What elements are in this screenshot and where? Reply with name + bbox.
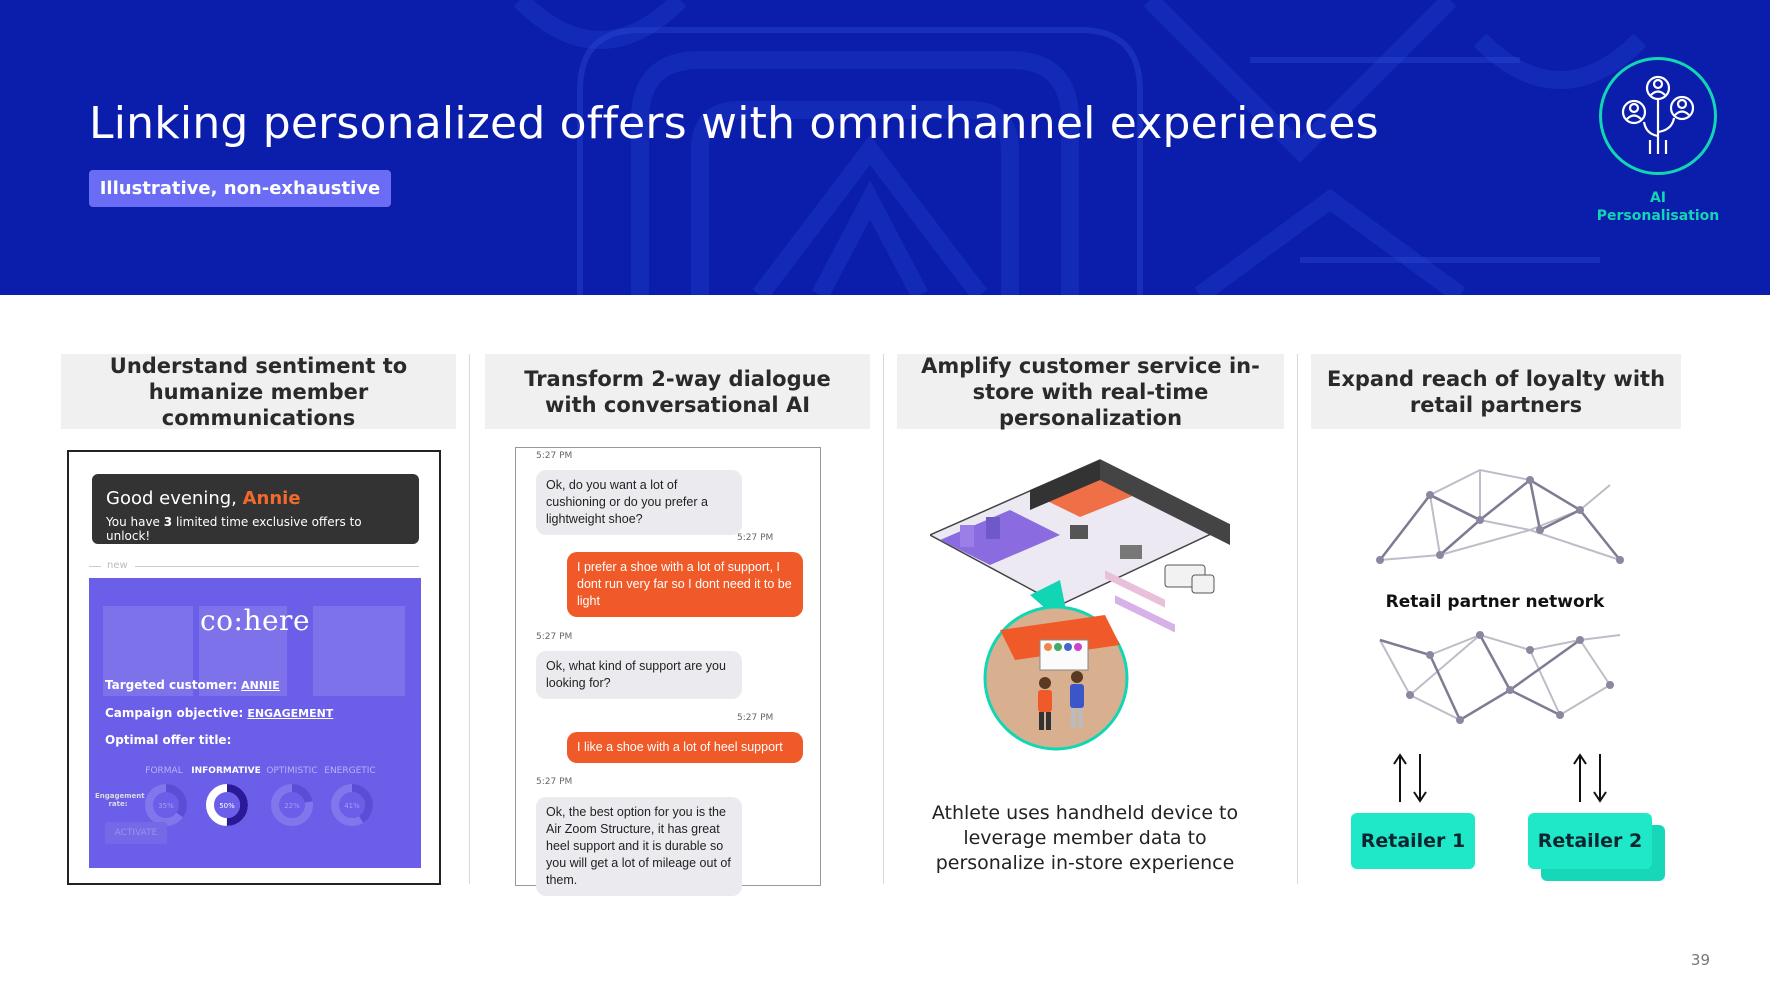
targeted-customer-row: Targeted customer:ANNIE [105,678,280,692]
cohere-logo: co:here [199,604,311,637]
instore-caption: Athlete uses handheld device to leverage… [931,802,1239,874]
svg-text:22%: 22% [284,802,300,810]
column-divider [883,354,884,884]
column-heading-instore: Amplify customer service in-store with r… [897,354,1284,430]
header-banner: Linking personalized offers with omnicha… [0,0,1770,295]
customer-name: Annie [242,488,301,509]
message-timestamp: 5:27 PM [737,533,774,543]
engagement-rate-label: Engagement rate: [95,792,145,808]
donut-optimistic-fill [271,784,313,826]
bot-message: Ok, the best option for you is the Air Z… [536,797,742,896]
retailer-1-box: Retailer 1 [1351,813,1475,869]
offer-message: You have 3 limited time exclusive offers… [106,515,362,543]
network-mesh-top [1376,468,1624,564]
cohere-offer-panel: co:here Targeted customer:ANNIE Campaign… [89,578,421,868]
donut-formal-fill [145,784,187,826]
message-timestamp: 5:27 PM [536,777,573,787]
message-timestamp: 5:27 PM [737,713,774,723]
illustrative-tag: Illustrative, non-exhaustive [89,170,391,207]
column-divider [1297,354,1298,884]
tone-informative-label[interactable]: INFORMATIVE [191,766,261,776]
arrows-retailer-2 [1573,753,1607,803]
bot-message: Ok, do you want a lot of cushioning or d… [536,470,742,535]
chat-window: 5:27 PM Ok, do you want a lot of cushion… [515,447,821,896]
campaign-objective-value: ENGAGEMENT [247,707,334,720]
header-background-pattern [513,0,1647,295]
svg-text:41%: 41% [344,802,360,810]
product-photo [313,606,405,696]
donut-energetic: 41% [331,784,373,826]
optimal-offer-title-label: Optimal offer title: [105,733,232,747]
page-number: 39 [1690,951,1710,969]
ai-personalisation-label: AI Personalisation [1596,190,1720,224]
store-wall [1100,460,1230,545]
network-label: Retail partner network [1385,592,1605,612]
column-divider [469,354,470,884]
store-illustration [930,459,1230,751]
campaign-objective-row: Campaign objective:ENGAGEMENT [105,706,334,720]
new-separator: new [89,560,419,572]
donut-informative-fill [206,784,248,826]
targeted-customer-value: ANNIE [241,679,280,692]
donut-energetic-fill [331,784,373,826]
retailer-2-box: Retailer 2 [1528,813,1652,869]
greeting-text: Good evening, [106,488,237,509]
people-network-icon [1621,75,1695,154]
column-heading-sentiment: Understand sentiment to humanize member … [61,354,456,430]
network-mesh-bottom [1379,631,1621,724]
user-message: I prefer a shoe with a lot of support, I… [567,552,803,617]
activate-button[interactable]: ACTIVATE [105,822,167,844]
donut-informative: 50% [206,784,248,826]
message-timestamp: 5:27 PM [536,632,573,642]
athlete-figure [1039,677,1051,689]
new-label: new [107,560,128,571]
message-timestamp: 5:27 PM [536,451,573,461]
ai-personalisation-badge [1599,57,1717,175]
svg-text:50%: 50% [219,802,235,810]
arrows-retailer-1 [1393,753,1427,803]
product-photo [199,606,287,696]
store-wall [1030,460,1100,510]
tone-optimistic-label[interactable]: OPTIMISTIC [266,766,318,776]
user-message: I like a shoe with a lot of heel support [567,732,803,763]
bot-message: Ok, what kind of support are you looking… [536,651,742,699]
associate-figure [1071,671,1083,683]
donut-optimistic: 22% [271,784,313,826]
column-heading-dialogue: Transform 2-way dialogue with conversati… [485,354,870,429]
column-heading-loyalty: Expand reach of loyalty with retail part… [1311,354,1681,429]
svg-text:35%: 35% [158,802,174,810]
product-photo [103,606,193,696]
greeting-card: Good evening, Annie You have 3 limited t… [92,474,419,544]
tone-formal-label[interactable]: FORMAL [145,766,183,776]
tone-energetic-label[interactable]: ENERGETIC [324,766,376,776]
page-title: Linking personalized offers with omnicha… [89,98,1379,149]
sentiment-mockup-frame: Good evening, Annie You have 3 limited t… [67,450,441,885]
